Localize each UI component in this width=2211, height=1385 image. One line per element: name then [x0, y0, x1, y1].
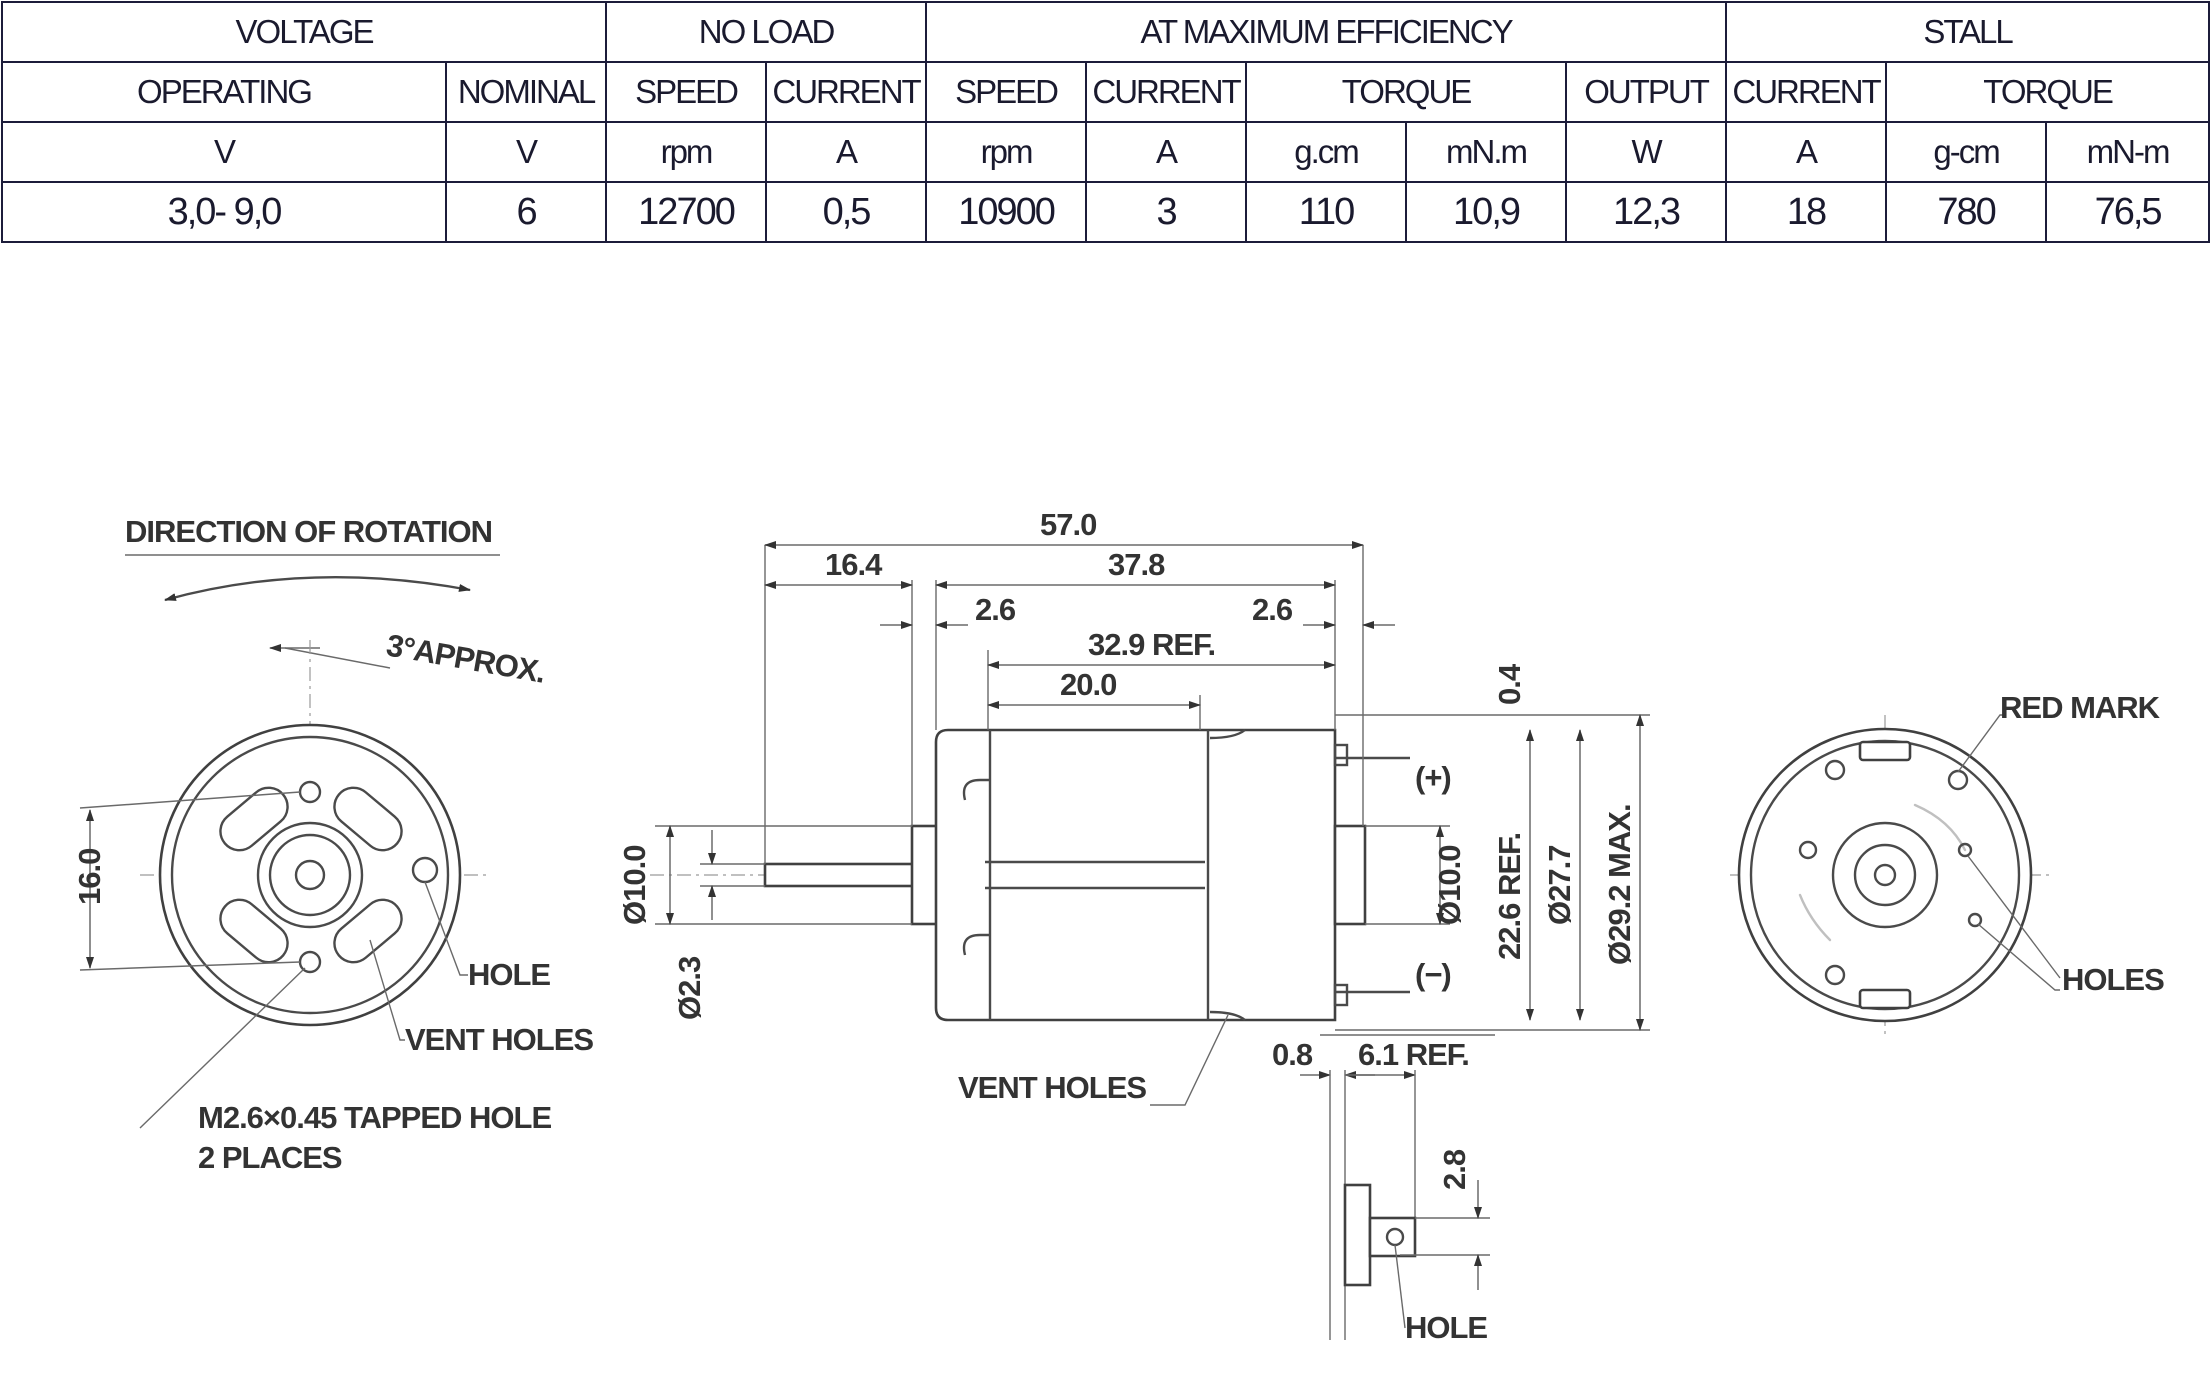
- hole-label: HOLE: [468, 957, 550, 992]
- dim-6-1-label: 6.1 REF.: [1358, 1037, 1469, 1072]
- rear-vent-slot-2: [1798, 893, 1832, 942]
- unit-cell-11: mN-m: [2045, 121, 2211, 183]
- value-cell-11: 76,5: [2045, 181, 2211, 243]
- value-cell-9: 18: [1725, 181, 1888, 243]
- motor-can: [934, 728, 1337, 1022]
- unit-cell-0: V: [1, 121, 447, 183]
- unit-cell-6: g.cm: [1245, 121, 1408, 183]
- sub-header-9: TORQUE: [1885, 61, 2211, 123]
- dim-16-label: 16.0: [72, 849, 107, 905]
- value-cell-10: 780: [1885, 181, 2048, 243]
- dia-10-left-label: Ø10.0: [617, 846, 652, 925]
- dim-2-8-label: 2.8: [1437, 1149, 1472, 1190]
- sub-header-4: SPEED: [925, 61, 1088, 123]
- brush-holder-top: [1858, 740, 1912, 762]
- plus-terminal-label: (+): [1415, 760, 1451, 795]
- front-boss: [256, 821, 364, 929]
- side-vent-notch-bottom: [962, 933, 990, 956]
- front-housing-outer: [158, 723, 462, 1027]
- dim-22-6-label: 22.6 REF.: [1492, 833, 1527, 960]
- dim-0-4-label: 0.4: [1492, 663, 1527, 705]
- shaft: [763, 862, 917, 888]
- rear-housing-outer: [1737, 727, 2033, 1023]
- unit-cell-8: W: [1565, 121, 1728, 183]
- rear-hole-2: [1967, 912, 1983, 928]
- front-bearing-boss: [910, 824, 940, 926]
- dim-57-label: 57.0: [1040, 507, 1096, 542]
- unit-cell-3: A: [765, 121, 928, 183]
- side-vent-notch-top: [962, 778, 990, 801]
- dim-2-6-left-label: 2.6: [975, 592, 1016, 627]
- side-vent-holes-label: VENT HOLES: [958, 1070, 1146, 1105]
- tapped-hole-label: M2.6×0.45 TAPPED HOLE: [198, 1100, 551, 1135]
- terminal-tab-detail: [1343, 1183, 1372, 1287]
- side-view: 57.0 16.4 37.8 2.6 2.6 32.9 REF. 20.0 Ø1…: [617, 507, 1650, 1345]
- dia-10-right-label: Ø10.0: [1432, 846, 1467, 925]
- unit-cell-4: rpm: [925, 121, 1088, 183]
- unit-cell-2: rpm: [605, 121, 768, 183]
- rear-view: RED MARK HOLES: [1730, 690, 2165, 1035]
- direction-of-rotation-label: DIRECTION OF ROTATION: [125, 514, 492, 549]
- value-cell-8: 12,3: [1565, 181, 1728, 243]
- sub-header-7: OUTPUT: [1565, 61, 1728, 123]
- rear-bearing-boss: [1333, 824, 1367, 926]
- front-view-shaft-end: DIRECTION OF ROTATION 3°APPROX. 16.0: [72, 514, 594, 1175]
- unit-cell-7: mN.m: [1405, 121, 1568, 183]
- rear-boss: [1831, 821, 1939, 929]
- dia-2-3-label: Ø2.3: [672, 956, 707, 1020]
- dim-16-4-label: 16.4: [825, 547, 883, 582]
- value-cell-3: 0,5: [765, 181, 928, 243]
- tapped-places-label: 2 PLACES: [198, 1140, 342, 1175]
- brush-holder-bottom: [1858, 988, 1912, 1010]
- dim-0-8-label: 0.8: [1272, 1037, 1313, 1072]
- group-header-2: AT MAXIMUM EFFICIENCY: [925, 1, 1728, 63]
- sub-header-6: TORQUE: [1245, 61, 1568, 123]
- value-cell-4: 10900: [925, 181, 1088, 243]
- rotation-arrow-icon: [164, 575, 471, 602]
- group-header-3: STALL: [1725, 1, 2211, 63]
- sub-header-0: OPERATING: [1, 61, 447, 123]
- vent-holes-icon: [219, 786, 403, 964]
- value-cell-1: 6: [444, 181, 608, 243]
- dim-20-label: 20.0: [1060, 667, 1116, 702]
- group-header-0: VOLTAGE: [0, 1, 608, 63]
- holes-label: HOLES: [2062, 962, 2164, 997]
- vent-holes-label: VENT HOLES: [405, 1022, 593, 1057]
- red-mark-label: RED MARK: [2000, 690, 2161, 725]
- dia-29-2-label: Ø29.2 MAX.: [1602, 804, 1637, 965]
- value-cell-0: 3,0- 9,0: [1, 181, 447, 243]
- dia-27-7-label: Ø27.7: [1542, 846, 1577, 925]
- minus-terminal-label: (−): [1415, 957, 1451, 992]
- value-cell-5: 3: [1085, 181, 1248, 243]
- sub-header-5: CURRENT: [1085, 61, 1248, 123]
- dim-2-6-right-label: 2.6: [1252, 592, 1293, 627]
- dim-37-8-label: 37.8: [1108, 547, 1165, 582]
- unit-cell-5: A: [1085, 121, 1248, 183]
- sub-header-1: NOMINAL: [444, 61, 608, 123]
- rear-hole-1: [1957, 842, 1973, 858]
- value-cell-6: 110: [1245, 181, 1408, 243]
- unit-cell-9: A: [1725, 121, 1888, 183]
- group-header-1: NO LOAD: [605, 1, 928, 63]
- sub-header-2: SPEED: [605, 61, 768, 123]
- dim-32-9-label: 32.9 REF.: [1088, 627, 1215, 662]
- unit-cell-10: g-cm: [1885, 121, 2048, 183]
- terminal-hole-label: HOLE: [1405, 1310, 1487, 1345]
- sub-header-3: CURRENT: [765, 61, 928, 123]
- value-cell-2: 12700: [605, 181, 768, 243]
- front-shaft: [294, 859, 326, 891]
- approx-label: 3°APPROX.: [384, 627, 548, 689]
- sub-header-8: CURRENT: [1725, 61, 1888, 123]
- value-cell-7: 10,9: [1405, 181, 1568, 243]
- unit-cell-1: V: [444, 121, 608, 183]
